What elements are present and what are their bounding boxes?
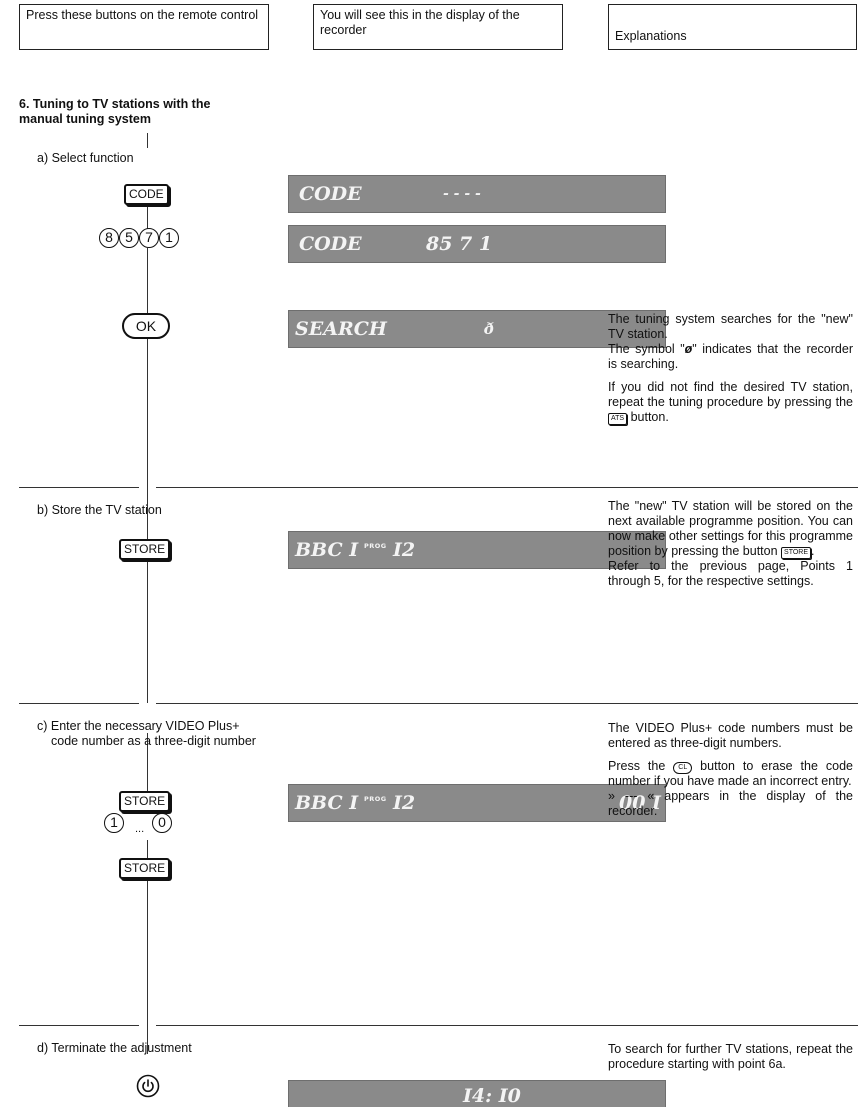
step-b-label: b) Store the TV station [37,503,162,517]
display-text: BBC I [295,792,359,814]
explanation-a: The tuning system searches for the "new"… [608,312,853,425]
divider [19,487,139,488]
explanation-text: To search for further TV stations, repea… [608,1042,853,1071]
digit-5-button[interactable]: 5 [119,228,139,248]
prog-indicator: PROG [364,795,387,803]
display-text: BBC I [295,539,359,561]
flow-line [147,880,148,1054]
step-c-text: c) Enter the necessary VIDEO Plus+ code … [37,719,256,748]
recorder-display-code-entered: CODE 85 7 1 [288,225,666,263]
step-c-label: c) Enter the necessary VIDEO Plus+ code … [37,719,257,749]
explanation-text: If you did not find the desired TV stati… [608,380,853,425]
explanation-text: The tuning system searches for the "new"… [608,312,853,341]
flow-line [147,133,148,148]
display-text: I2 [393,539,416,561]
divider [19,703,139,704]
recorder-display-store: BBC I PROG I2 [288,531,666,569]
header-column-explanations: Explanations [608,4,857,50]
header-column-buttons: Press these buttons on the remote contro… [19,4,269,50]
prog-indicator: PROG [364,542,387,550]
text-fragment: If you did not find the desired TV stati… [608,380,853,409]
cl-key-icon: CL [673,762,693,774]
text-fragment: The "new" TV station will be stored on t… [608,499,853,558]
recorder-display-search: SEARCH ð [288,310,666,348]
digit-8-button[interactable]: 8 [99,228,119,248]
display-text: - - - - [443,186,481,202]
flow-line [147,206,148,230]
recorder-display-code: CODE - - - - [288,175,666,213]
ok-button[interactable]: OK [122,313,170,339]
search-symbol-icon: ð [484,320,495,338]
display-text: CODE [299,233,362,255]
digit-7-button[interactable]: 7 [139,228,159,248]
digit-0-button[interactable]: 0 [152,813,172,833]
explanation-text: The "new" TV station will be stored on t… [608,499,853,559]
display-text: CODE [299,183,362,205]
flow-line [147,248,148,314]
explanation-text: The symbol "ø" indicates that the record… [608,342,853,372]
store-button[interactable]: STORE [119,539,171,560]
search-symbol-icon: ø [684,342,693,356]
text-fragment: . [811,544,815,558]
text-fragment: The symbol " [608,342,685,356]
store-button[interactable]: STORE [119,791,171,812]
text-fragment: button. [627,410,669,424]
divider [156,1025,858,1026]
explanation-text: The VIDEO Plus+ code numbers must be ent… [608,721,853,750]
explanation-c: The VIDEO Plus+ code numbers must be ent… [608,721,853,819]
explanation-text: Press the CL button to erase the code nu… [608,759,853,789]
divider [19,1025,139,1026]
explanation-b: The "new" TV station will be stored on t… [608,499,853,589]
digit-1-button[interactable]: 1 [159,228,179,248]
range-dots: ... [135,823,145,835]
display-text: I2 [393,792,416,814]
display-text: 00 I [619,792,661,814]
text-fragment: button to erase the code number if you h… [608,759,853,788]
display-text: I4: I0 [463,1085,521,1107]
recorder-display-vps-code: BBC I PROG I2 00 I [288,784,666,822]
section-title: 6. Tuning to TV stations with the manual… [19,97,211,126]
text-fragment: " indicates that the recorder is searchi… [608,342,853,371]
store-button[interactable]: STORE [119,858,171,879]
divider [156,487,858,488]
step-a-label: a) Select function [37,151,134,165]
code-button[interactable]: CODE [124,184,169,205]
digit-1-button[interactable]: 1 [104,813,124,833]
display-text: SEARCH [295,318,387,340]
header-column-display: You will see this in the display of the … [313,4,563,50]
flow-line [147,733,148,813]
explanation-text: Refer to the previous page, Points 1 thr… [608,559,853,588]
text-fragment: Press the [608,759,674,773]
ats-key-icon: ATS [608,413,628,425]
recorder-display-time: I4: I0 [288,1080,666,1107]
header-col1-text: Press these buttons on the remote contro… [26,8,259,22]
explanation-d: To search for further TV stations, repea… [608,1042,853,1072]
flow-line [147,840,148,858]
explanation-text: » --- « appears in the display of the re… [608,789,853,818]
step-d-label: d) Terminate the adjustment [37,1041,192,1055]
power-icon[interactable] [136,1074,160,1098]
header-col2-text: You will see this in the display of the … [320,8,520,37]
divider [156,703,858,704]
display-text: 85 7 1 [426,233,493,255]
store-key-icon: STORE [781,547,812,559]
header-col3-text: Explanations [615,29,687,43]
flow-line [147,339,148,703]
